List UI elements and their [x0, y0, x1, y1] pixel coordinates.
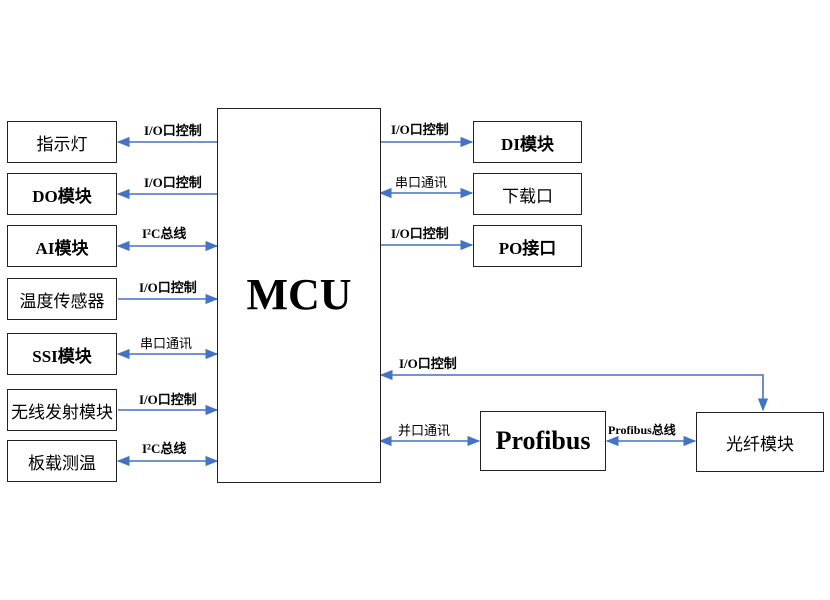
- link-label-di: I/O口控制: [391, 122, 449, 137]
- po-interface-label: PO接口: [498, 238, 557, 258]
- fiber-module-label: 光纤模块: [726, 434, 794, 454]
- link-label-download: 串口通讯: [395, 175, 448, 190]
- link-label-profibus-fiber: Profibus总线: [608, 423, 676, 437]
- indicator-light-label: 指示灯: [36, 134, 88, 154]
- indicator-light-box: 指示灯: [7, 121, 117, 163]
- profibus-label: Profibus: [495, 426, 591, 455]
- temperature-sensor-label: 温度传感器: [19, 291, 105, 311]
- temperature-sensor-box: 温度传感器: [7, 278, 117, 320]
- mcu-block: MCU: [217, 108, 381, 483]
- ai-module-box: AI模块: [7, 225, 117, 267]
- link-label-ai: I²C总线: [142, 226, 187, 241]
- ssi-module-label: SSI模块: [32, 346, 92, 366]
- link-label-fiber-mcu: I/O口控制: [399, 356, 457, 371]
- ai-module-label: AI模块: [35, 238, 89, 258]
- onboard-temp-box: 板载测温: [7, 440, 117, 482]
- di-module-label: DI模块: [501, 134, 554, 154]
- link-label-temp: I/O口控制: [139, 280, 197, 295]
- do-module-label: DO模块: [32, 186, 92, 206]
- download-port-box: 下载口: [473, 173, 582, 215]
- fiber-module-box: 光纤模块: [696, 412, 824, 472]
- link-label-po: I/O口控制: [391, 226, 449, 241]
- wireless-transmitter-box: 无线发射模块: [7, 389, 117, 431]
- mcu-label: MCU: [246, 270, 352, 319]
- ssi-module-box: SSI模块: [7, 333, 117, 375]
- download-port-label: 下载口: [502, 186, 553, 206]
- link-label-indicator: I/O口控制: [144, 123, 202, 138]
- link-label-ssi: 串口通讯: [140, 336, 193, 351]
- profibus-box: Profibus: [480, 411, 606, 471]
- wireless-transmitter-label: 无线发射模块: [11, 402, 113, 422]
- arrow-fiber-mcu: [379, 369, 769, 412]
- link-label-mcu-profibus: 并口通讯: [398, 423, 451, 438]
- link-label-do: I/O口控制: [144, 175, 202, 190]
- onboard-temp-label: 板载测温: [28, 453, 96, 473]
- po-interface-box: PO接口: [473, 225, 582, 267]
- link-label-onboard: I²C总线: [142, 441, 187, 456]
- do-module-box: DO模块: [7, 173, 117, 215]
- link-label-wireless: I/O口控制: [139, 392, 197, 407]
- di-module-box: DI模块: [473, 121, 582, 163]
